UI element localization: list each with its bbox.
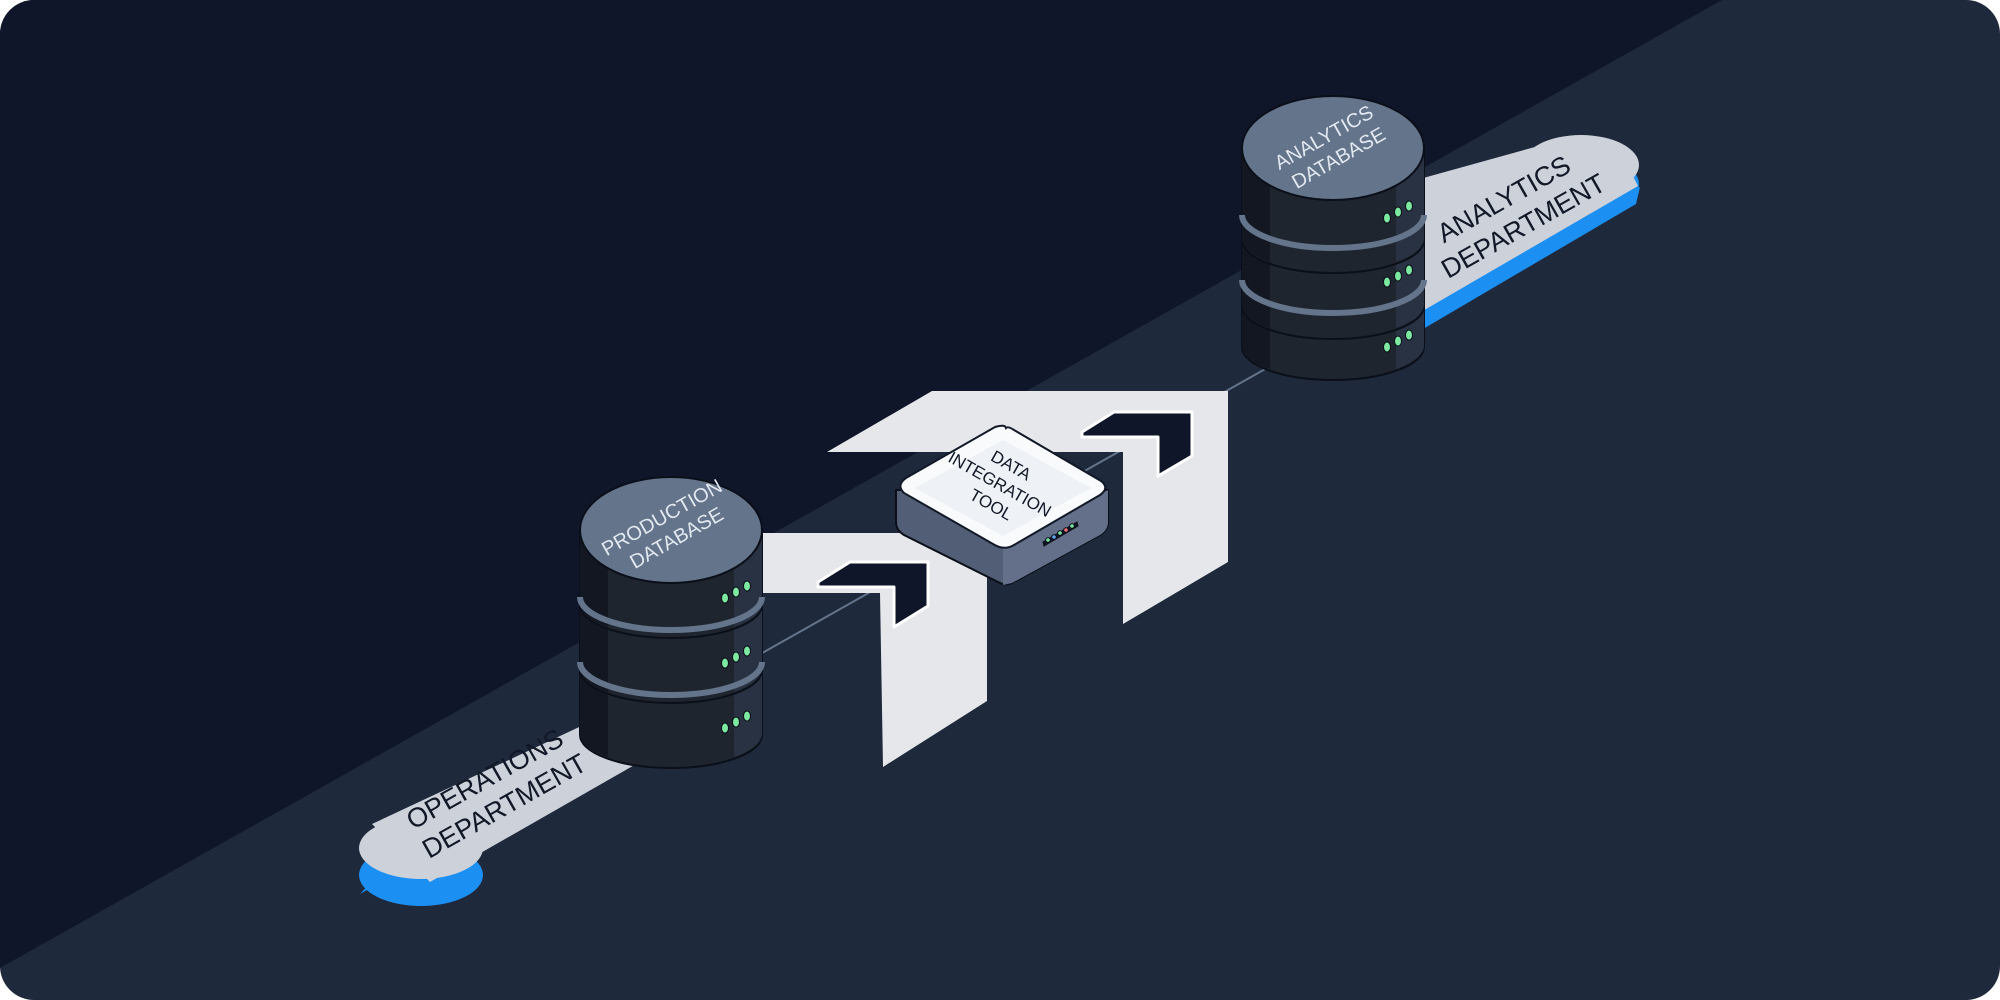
tool-status-leds — [1042, 521, 1079, 547]
status-leds — [1383, 200, 1413, 353]
analytics-department-pill: ANALYTICS DEPARTMENT — [1410, 135, 1640, 332]
production-database: PRODUCTION DATABASE — [577, 476, 765, 769]
analytics-database: ANALYTICS DATABASE — [1239, 95, 1427, 381]
arrow-up-right-icon — [816, 560, 930, 629]
arrow-up-right-icon — [1080, 410, 1194, 478]
arrow-production-to-tool — [763, 533, 987, 767]
database-icon — [1239, 95, 1427, 381]
database-icon — [577, 476, 765, 769]
data-integration-tool: DATA INTEGRATION TOOL — [895, 424, 1109, 586]
server-box-icon — [895, 424, 1109, 586]
status-leds — [721, 580, 751, 734]
arrow-tool-to-analytics — [827, 391, 1228, 624]
